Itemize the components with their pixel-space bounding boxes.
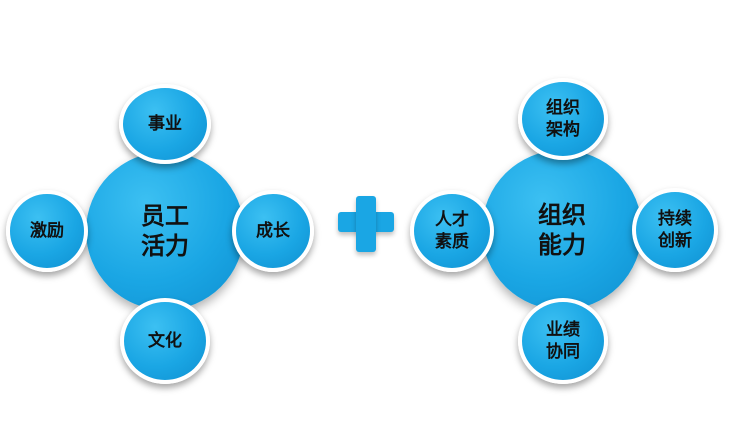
left-center-circle: 员工 活力 [86,152,244,310]
right-left-line-1: 人才 [435,210,469,230]
left-center-line-1: 员工 [141,202,189,230]
left-bottom-label: 文化 [148,331,182,351]
left-right-circle: 成长 [232,190,314,272]
left-right-label: 成长 [256,221,290,241]
right-right-line-2: 创新 [658,231,692,251]
left-top-label: 事业 [148,114,182,134]
right-left-circle: 人才 素质 [410,190,494,272]
right-center-line-1: 组织 [538,201,586,229]
left-left-circle: 激励 [6,190,88,272]
right-top-line-1: 组织 [546,98,580,118]
right-top-circle: 组织 架构 [518,78,608,160]
right-left-line-2: 素质 [435,232,469,252]
right-top-line-2: 架构 [546,120,580,140]
left-center-line-2: 活力 [141,232,189,260]
left-bottom-circle: 文化 [120,298,210,384]
right-center-circle: 组织 能力 [482,150,642,310]
left-top-circle: 事业 [119,84,211,164]
right-bottom-circle: 业绩 协同 [518,298,608,384]
right-bottom-line-1: 业绩 [546,320,580,340]
left-left-label: 激励 [30,221,64,241]
right-right-circle: 持续 创新 [632,188,718,272]
right-center-line-2: 能力 [538,231,586,259]
right-right-line-1: 持续 [658,209,692,229]
plus-icon-vertical [356,196,376,252]
right-bottom-line-2: 协同 [546,342,580,362]
